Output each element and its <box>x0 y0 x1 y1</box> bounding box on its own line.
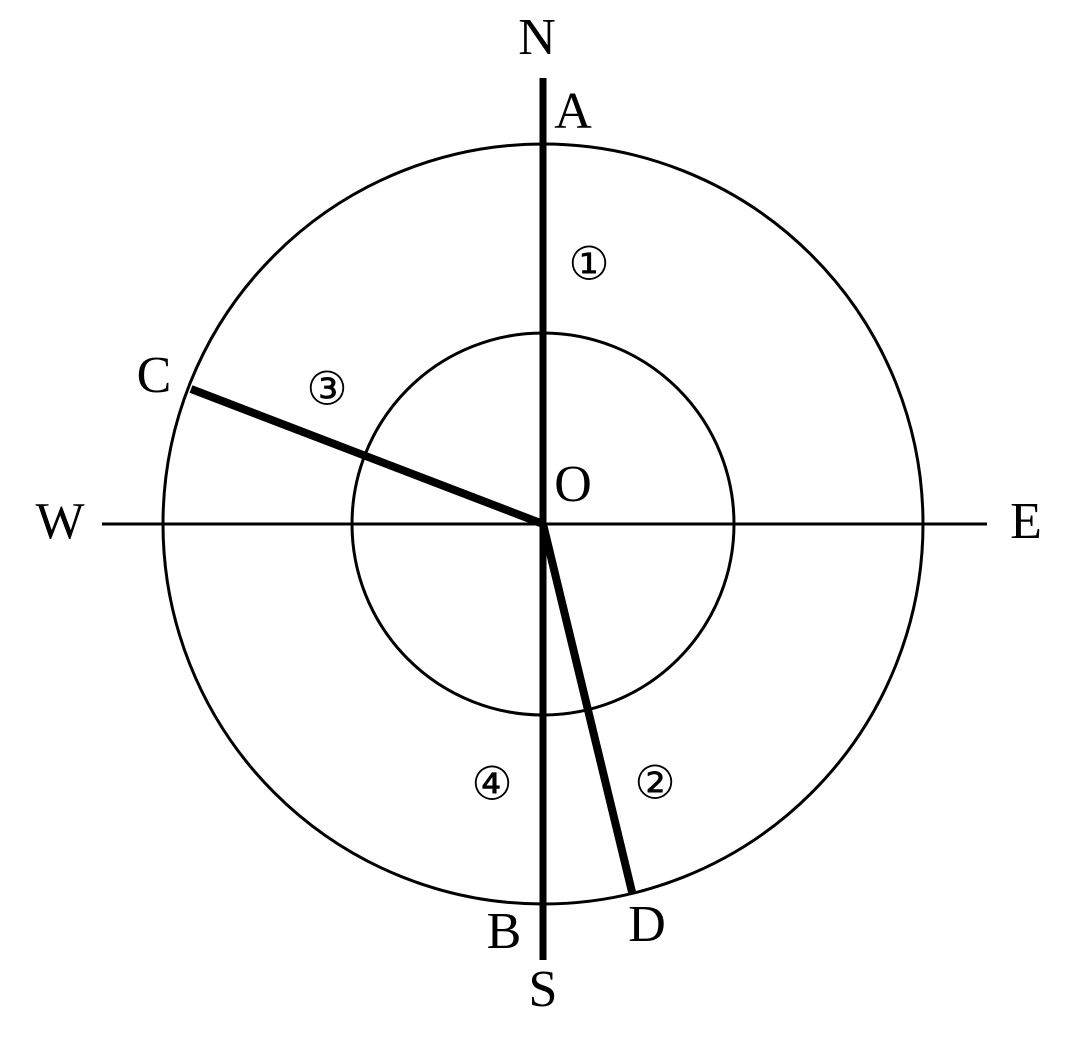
region-4-label: ④ <box>471 759 512 810</box>
point-o-label: O <box>554 456 592 513</box>
region-3-label: ③ <box>306 364 347 415</box>
west-label: W <box>35 493 84 550</box>
east-label: E <box>1010 493 1042 550</box>
region-1-label: ① <box>568 239 609 290</box>
south-label: S <box>529 961 558 1018</box>
point-d-label: D <box>628 896 666 953</box>
ray-o-to-c <box>189 385 545 528</box>
region-2-label: ② <box>634 758 675 809</box>
point-labels: A B C D O <box>137 83 666 960</box>
point-a-label: A <box>554 83 592 140</box>
compass-direction-labels: N S W E <box>35 9 1041 1018</box>
region-number-labels: ① ② ③ ④ <box>306 239 675 810</box>
north-label: N <box>518 9 556 66</box>
point-b-label: B <box>487 903 522 960</box>
point-c-label: C <box>137 347 172 404</box>
ray-o-to-d <box>539 523 636 893</box>
